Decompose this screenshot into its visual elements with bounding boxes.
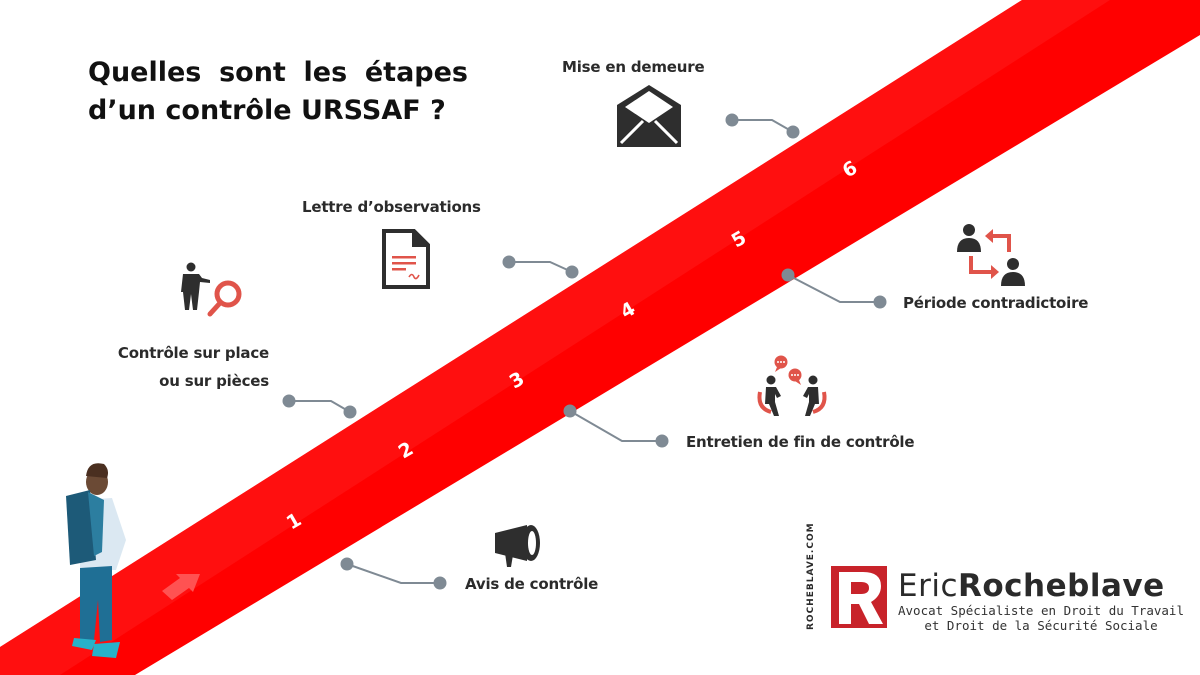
brand-first-name: Eric xyxy=(898,568,958,604)
title-line-2: d’un contrôle URSSAF ? xyxy=(88,95,446,126)
document-letter-icon xyxy=(382,229,430,289)
step-label-mise-en-demeure: Mise en demeure xyxy=(562,58,705,76)
step-label-line-2: ou sur pièces xyxy=(159,372,269,390)
step-label-avis-de-controle: Avis de contrôle xyxy=(465,575,599,593)
road-arrow-icon xyxy=(162,574,200,600)
brand-last-name: Rocheblave xyxy=(958,568,1165,604)
megaphone-icon xyxy=(495,525,540,567)
connector-step-1 xyxy=(340,557,447,590)
brand-block: EricRocheblave Avocat Spécialiste en Dro… xyxy=(898,569,1184,633)
title-word: sont xyxy=(219,57,286,88)
connector-step-4 xyxy=(502,255,579,279)
connector-step-2 xyxy=(282,394,357,419)
step-label-line-1: Contrôle sur place xyxy=(117,344,269,362)
brand-subtitle-line-2: et Droit de la Sécurité Sociale xyxy=(924,618,1158,633)
title-word: les xyxy=(303,57,348,88)
brand-name: EricRocheblave xyxy=(898,569,1184,603)
title-word: étapes xyxy=(364,57,468,88)
connector-step-6 xyxy=(725,113,800,139)
connector-step-5 xyxy=(781,268,887,309)
page-title: Quelles sont les étapes d’un contrôle UR… xyxy=(88,54,468,130)
step-label-entretien-fin-controle: Entretien de fin de contrôle xyxy=(686,433,915,451)
step-label-periode-contradictoire: Période contradictoire xyxy=(903,294,1089,312)
people-exchange-icon xyxy=(957,224,1025,286)
person-walker-illustration xyxy=(66,463,126,658)
brand-website-vertical: ROCHEBLAVE.COM xyxy=(806,522,816,630)
connector-step-3 xyxy=(563,404,669,448)
title-word: Quelles xyxy=(88,57,202,88)
step-label-lettre-observations: Lettre d’observations xyxy=(302,198,481,216)
inspector-magnifier-icon xyxy=(181,262,242,317)
brand-logo-mark xyxy=(831,566,887,628)
brand-subtitle-line-1: Avocat Spécialiste en Droit du Travail xyxy=(898,603,1184,618)
step-label-controle-sur-place: Contrôle sur place ou sur pièces xyxy=(108,339,269,395)
meeting-conversation-icon xyxy=(757,355,827,416)
open-envelope-icon xyxy=(617,85,681,147)
